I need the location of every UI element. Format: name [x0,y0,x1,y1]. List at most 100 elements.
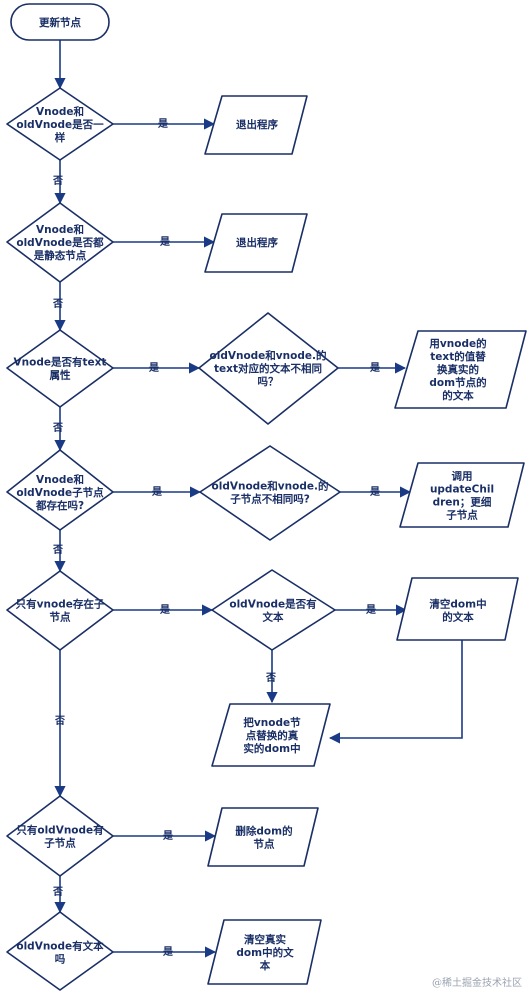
label-line: 换真实的 [437,363,479,376]
label-line: oldVnode子节点 [16,486,104,499]
edge-label-yes: 是 [151,486,162,498]
label-line: 文本 [262,611,284,624]
process-exit-2: 退出程序 [204,213,308,273]
decision-only-old-children: 只有oldVnode有子节点 [6,795,114,877]
label-line: oldVnode有文本 [16,940,104,953]
label-line: 子节点 [44,837,76,850]
label-line: 只有vnode存在子 [16,598,105,611]
label-line: 删除dom的 [235,825,292,838]
label-line: oldVnode是否都 [16,236,104,249]
edge-label-no: 否 [265,672,276,684]
edge-label-yes: 是 [365,604,376,616]
label-line: oldVnode和vnode.的 [210,349,327,362]
label-line: 的文本 [442,611,474,624]
label-line: Vnode和 [36,223,84,236]
edge-labels: 是 否 是 否 是 是 否 是 是 否 是 是 否 否 是 否 是 [52,118,380,958]
decision-old-has-text-final-label: oldVnode有文本吗 [16,940,104,966]
label-line: 节点 [50,611,71,624]
decision-only-vnode-children: 只有vnode存在子节点 [6,570,114,651]
label-line: 节点 [254,838,275,851]
edge-label-yes: 是 [369,486,380,498]
label-line: 吗？ [258,376,279,388]
edge-label-yes: 是 [148,362,159,374]
decision-only-old-children-label: 只有oldVnode有子节点 [16,824,104,850]
label-line: 只有oldVnode有 [16,824,104,837]
label-line: 清空真实 [244,933,286,946]
decision-only-vnode-children-label: 只有vnode存在子节点 [16,598,105,624]
label-line: 是静态节点 [33,249,87,262]
label-line: Vnode和 [36,473,84,486]
edges [54,40,463,958]
label-line: oldVnode和vnode.的 [212,480,329,493]
label-line: 子节点不相同吗? [230,493,310,506]
edge-label-no: 否 [52,886,63,898]
decision-old-has-text-final: oldVnode有文本吗 [6,911,114,991]
process-clear-dom-text-label: 清空dom中的文本 [429,598,486,624]
node-start: 更新节点 [10,3,110,41]
label-line: 把vnode节 [243,716,301,729]
label-line: oldVnode是否一 [16,119,104,131]
label-line: updateChil [430,484,494,496]
label-line: Vnode是否有text [14,356,107,369]
edge-label-yes: 是 [162,946,173,958]
process-exit-1: 退出程序 [204,95,308,155]
edge-label-yes: 是 [369,362,380,374]
process-remove-dom-nodes-label: 删除dom的节点 [235,825,292,851]
process-exit-2-label: 退出程序 [236,236,278,249]
label-line: 用vnode的 [428,337,486,350]
node-start-label: 更新节点 [39,16,81,29]
label-line: 实的dom中 [243,742,300,755]
process-clear-dom-text: 清空dom中的文本 [396,577,519,641]
label-line: 子节点 [446,509,478,522]
process-exit-1-label: 退出程序 [236,118,278,131]
edge-label-yes: 是 [159,604,170,616]
decision-children-differ: oldVnode和vnode.的子节点不相同吗? [199,445,341,541]
edge-label-yes: 是 [162,830,173,842]
edge-label-no: 否 [52,422,63,434]
decision-children-differ-label: oldVnode和vnode.的子节点不相同吗? [212,480,329,506]
edge-p5-p5b [328,636,463,744]
decision-old-has-text: oldVnode是否有文本 [211,569,336,651]
label-line: 清空dom中 [429,598,486,611]
label-line: 调用 [452,470,473,483]
edge-label-yes: 是 [159,236,170,248]
process-insert-vnode-label: 把vnode节点替换的真实的dom中 [243,716,301,755]
edge-label-no: 否 [52,175,63,187]
process-remove-dom-nodes: 删除dom的节点 [207,807,319,867]
label-line: text的值替 [430,350,486,363]
label-line: 本 [260,959,271,972]
label-line: Vnode和 [36,105,84,118]
label-line: 样 [55,131,66,144]
edge-label-no: 否 [52,544,63,556]
decision-old-has-text-label: oldVnode是否有文本 [229,598,317,624]
edge-label-no: 否 [54,715,65,727]
process-insert-vnode: 把vnode节点替换的真实的dom中 [211,703,331,767]
label-line: 都存在吗? [35,499,84,512]
watermark: @稀土掘金技术社区 [432,976,522,989]
edge-label-no: 否 [52,298,63,310]
label-line: 属性 [49,369,71,382]
edge-label-yes: 是 [157,118,168,130]
label-line: oldVnode是否有 [229,598,317,611]
label-line: text对应的文本不相同 [214,362,322,375]
label-line: dom中的文 [236,946,294,959]
label-line: dom节点的 [429,376,486,389]
label-line: 点替换的真 [246,729,299,742]
